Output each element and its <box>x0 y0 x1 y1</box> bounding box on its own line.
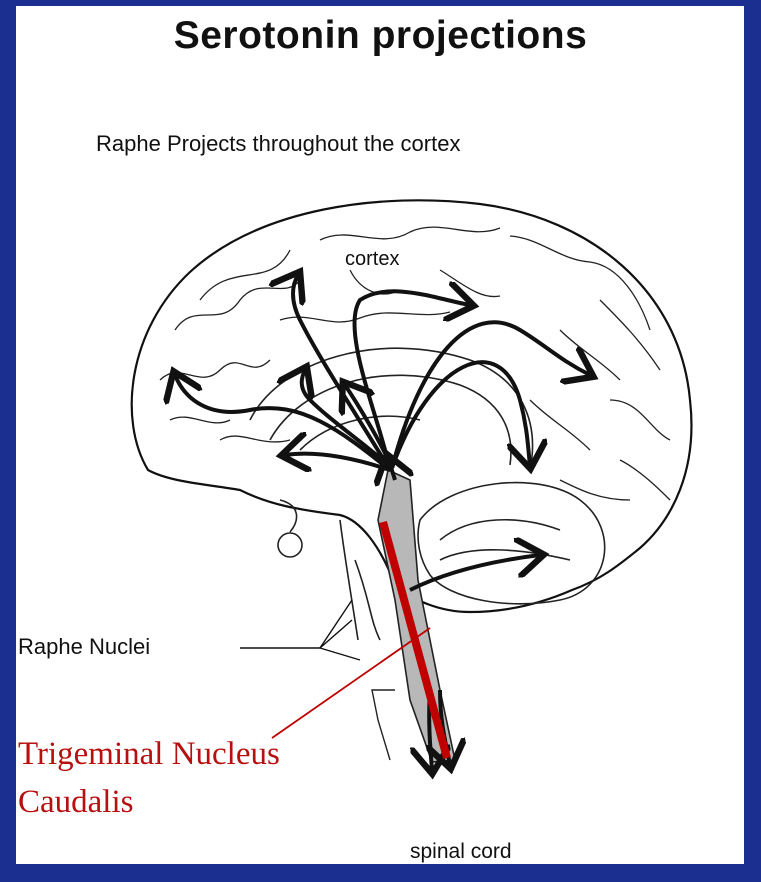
trigeminal-label-line2: Caudalis <box>18 778 280 826</box>
raphe-nuclei-label: Raphe Nuclei <box>18 634 150 660</box>
trigeminal-nucleus-label: Trigeminal Nucleus Caudalis <box>18 730 280 826</box>
raphe-pointer-lines <box>240 600 360 660</box>
trigeminal-leader-line <box>272 628 430 738</box>
trigeminal-label-line1: Trigeminal Nucleus <box>18 730 280 778</box>
cortex-label: cortex <box>345 248 399 271</box>
spinal-cord-label: spinal cord <box>410 840 512 864</box>
